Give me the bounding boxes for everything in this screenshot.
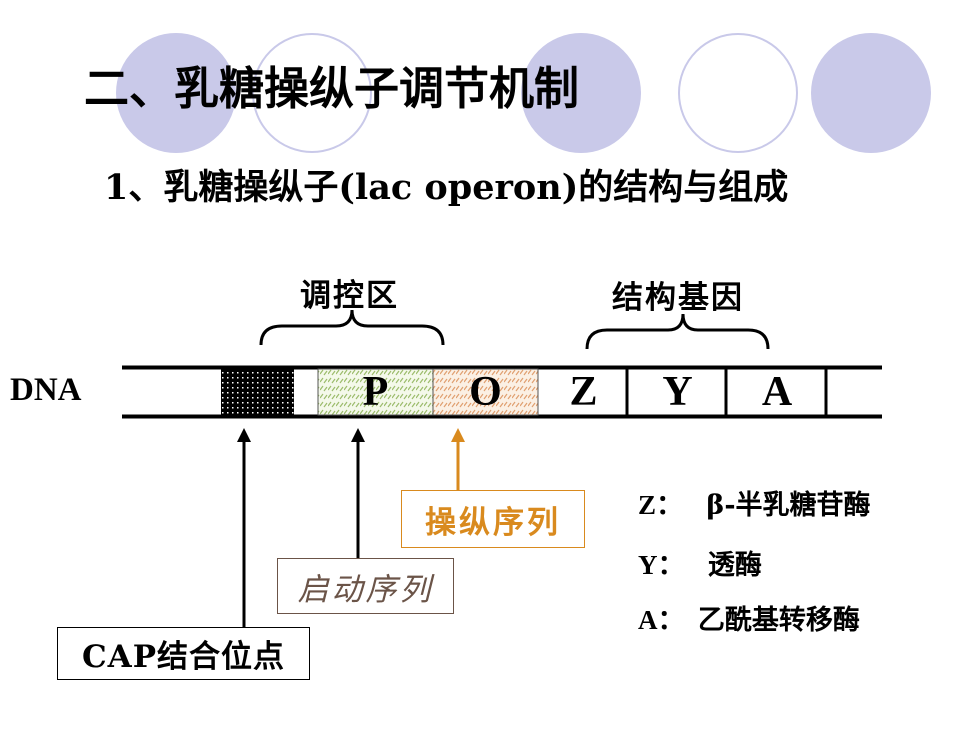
promoter-segment: P [362, 368, 389, 415]
promoter-callout: 启动序列 [277, 558, 454, 614]
legend-z: Z： β-半乳糖苷酶 [638, 483, 871, 522]
operator-pattern [433, 369, 538, 415]
structural-genes-label: 结构基因 [612, 280, 744, 316]
decor-circle-2 [252, 33, 372, 153]
dna-label: DNA [10, 372, 82, 408]
decor-circle-3 [521, 33, 641, 153]
decor-circle-5 [811, 33, 931, 153]
operator-callout: 操纵序列 [401, 490, 585, 548]
regulatory-brace [259, 309, 445, 346]
legend-y: Y： 透酶 [638, 543, 762, 582]
legend-a-key: A： [638, 605, 685, 635]
legend-y-value: 透酶 [707, 550, 762, 581]
decor-circle-4 [678, 33, 798, 153]
legend-z-key: Z： [638, 490, 684, 520]
legend-z-value: β-半乳糖苷酶 [706, 490, 871, 521]
legend-y-key: Y： [638, 550, 685, 580]
regulatory-region-label: 调控区 [300, 278, 399, 314]
gene-a-segment: A [761, 368, 793, 415]
slide-title: 二、乳糖操纵子调节机制 [84, 62, 580, 115]
gene-z-segment: Z [569, 368, 598, 415]
cap-site-callout: CAP结合位点 [57, 627, 310, 680]
legend-a-value: 乙酰基转移酶 [697, 605, 860, 636]
decor-circle-1 [116, 33, 236, 153]
slide-subtitle: 1、乳糖操纵子(lac operon)的结构与组成 [104, 167, 789, 208]
promoter-pattern [318, 369, 433, 415]
legend-a: A： 乙酰基转移酶 [638, 598, 860, 637]
gene-y-segment: Y [662, 368, 693, 415]
operator-segment: O [469, 368, 502, 415]
structural-brace [585, 313, 770, 350]
cap-site-segment [221, 369, 294, 415]
